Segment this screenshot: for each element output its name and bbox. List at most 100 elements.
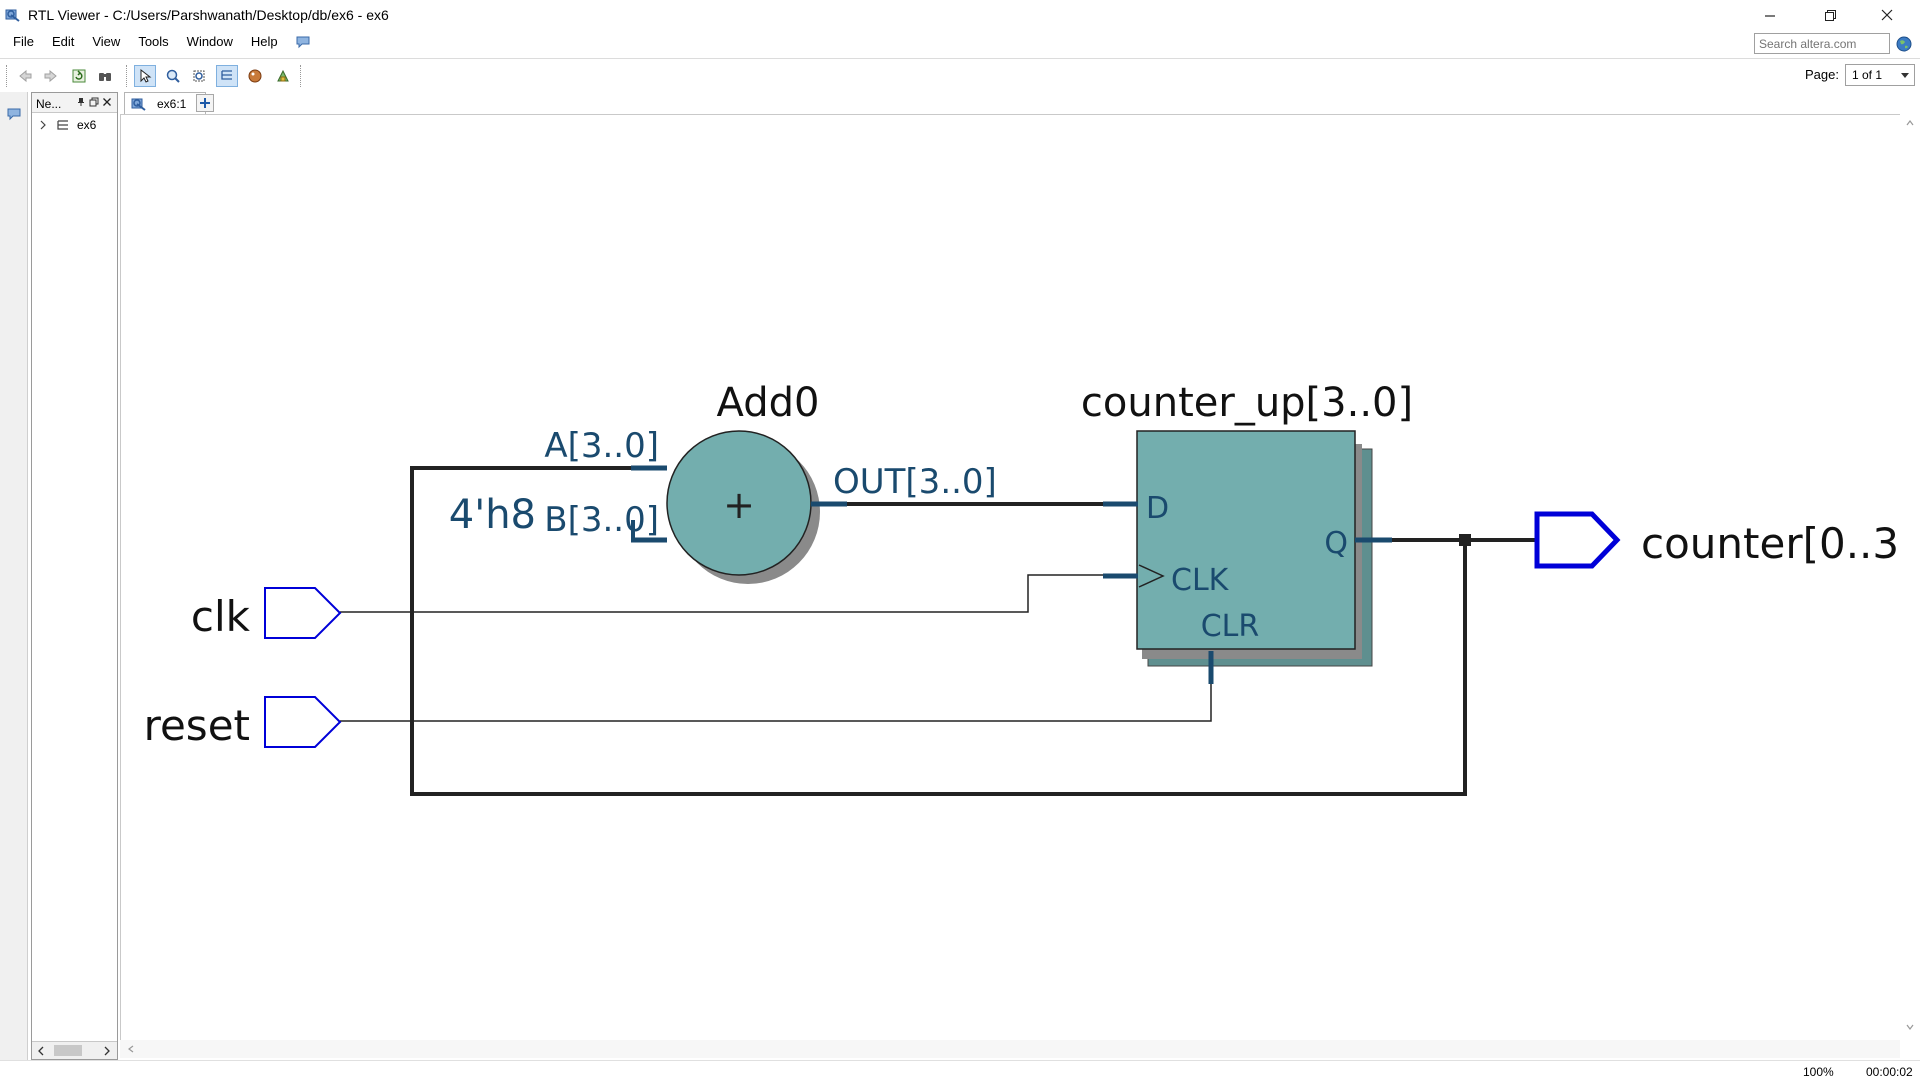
- menu-edit[interactable]: Edit: [51, 34, 75, 49]
- partition-button[interactable]: [272, 65, 294, 87]
- netlist-button[interactable]: [244, 65, 266, 87]
- toolbar: [0, 58, 1920, 91]
- adder-name: Add0: [717, 380, 820, 426]
- adder-symbol: +: [723, 483, 755, 527]
- register-name: counter_up[3..0]: [1081, 380, 1413, 426]
- float-icon[interactable]: [89, 97, 99, 107]
- toolbar-grip[interactable]: [6, 65, 9, 87]
- tree-item-ex6[interactable]: ex6: [32, 117, 117, 135]
- pin-icon[interactable]: [76, 97, 86, 107]
- hierarchy-icon: [221, 70, 232, 80]
- fit-icon: [193, 70, 205, 82]
- toolbar-grip[interactable]: [126, 65, 129, 87]
- adder-constant-label: 4'h8: [449, 492, 536, 538]
- status-bar: 100% 00:00:02: [0, 1060, 1920, 1080]
- reset-wire[interactable]: [340, 652, 1212, 722]
- chevron-left-icon[interactable]: [36, 1045, 46, 1057]
- menu-view[interactable]: View: [92, 34, 121, 49]
- close-button[interactable]: [1862, 0, 1912, 30]
- adder-block[interactable]: +: [631, 430, 847, 584]
- register-block[interactable]: [1103, 430, 1392, 684]
- clk-wire[interactable]: [340, 574, 1105, 613]
- refresh-icon: [72, 69, 86, 83]
- register-clk-label: CLK: [1171, 563, 1230, 598]
- chevron-left-icon[interactable]: [126, 1044, 136, 1054]
- back-icon: [19, 69, 32, 83]
- restore-button[interactable]: [1805, 0, 1855, 30]
- refresh-button[interactable]: [68, 65, 90, 87]
- hierarchy-button[interactable]: [216, 65, 238, 87]
- zoom-icon: [166, 69, 180, 83]
- adder-port-b-label: B[3..0]: [544, 500, 659, 540]
- tab-label: ex6:1: [157, 97, 187, 111]
- navigator-horizontal-scrollbar[interactable]: [32, 1041, 117, 1059]
- page-select-value: 1 of 1: [1852, 68, 1883, 82]
- canvas-horizontal-scrollbar[interactable]: [120, 1040, 1900, 1058]
- page-select[interactable]: 1 of 1: [1845, 64, 1915, 86]
- chevron-down-icon: [1901, 73, 1909, 78]
- counter-output-pin[interactable]: [1534, 511, 1621, 569]
- toolbar-grip[interactable]: [300, 65, 303, 87]
- rtl-viewer-icon: [131, 98, 146, 111]
- clk-pin-label: clk: [191, 592, 251, 641]
- search-input[interactable]: [1754, 33, 1890, 54]
- minimize-button[interactable]: [1745, 0, 1795, 30]
- navigator-header: Ne...: [32, 93, 117, 113]
- output-pin-label: counter[0..3]: [1641, 519, 1916, 568]
- chevron-up-icon[interactable]: [1905, 118, 1915, 128]
- feedback-icon[interactable]: [295, 34, 311, 50]
- schematic-canvas[interactable]: [120, 114, 1900, 1040]
- adder-port-out-label: OUT[3..0]: [833, 462, 997, 502]
- status-elapsed-time: 00:00:02: [1866, 1065, 1913, 1079]
- register-body: [1136, 430, 1356, 650]
- find-button[interactable]: [94, 65, 116, 87]
- chevron-right-icon[interactable]: [102, 1045, 112, 1057]
- tree-item-label: ex6: [77, 118, 97, 132]
- clk-triangle: [1138, 564, 1165, 588]
- page-label: Page:: [1805, 67, 1839, 82]
- find-icon: [99, 73, 111, 81]
- plus-icon: [200, 98, 210, 108]
- fit-window-button[interactable]: [188, 65, 210, 87]
- hierarchy-icon: [57, 120, 68, 130]
- rtl-viewer-icon: [5, 9, 20, 22]
- select-tool-button[interactable]: [134, 65, 156, 87]
- menu-file[interactable]: File: [13, 34, 34, 49]
- reset-pin-label: reset: [144, 701, 250, 750]
- forward-icon: [44, 69, 57, 83]
- zoom-tool-button[interactable]: [162, 65, 184, 87]
- register-clr-label: CLR: [1201, 609, 1260, 644]
- canvas-vertical-scrollbar[interactable]: [1900, 114, 1920, 1040]
- restore-icon: [1825, 10, 1836, 21]
- window-title: RTL Viewer - C:/Users/Parshwanath/Deskto…: [28, 7, 389, 23]
- scrollbar-thumb[interactable]: [54, 1045, 82, 1056]
- globe-icon[interactable]: [1896, 36, 1912, 52]
- forward-button[interactable]: [40, 65, 62, 87]
- clk-input-pin[interactable]: [264, 587, 342, 639]
- tab-bar: ex6:1: [120, 92, 1920, 114]
- adder-port-a-label: A[3..0]: [544, 426, 659, 466]
- feedback-wire[interactable]: [410, 466, 1467, 796]
- partition-icon: [277, 69, 289, 82]
- menu-tools[interactable]: Tools: [138, 34, 169, 49]
- reset-input-pin[interactable]: [264, 696, 342, 748]
- menu-window[interactable]: Window: [186, 34, 233, 49]
- side-strip: [0, 92, 28, 1080]
- add-tab-button[interactable]: [196, 94, 214, 112]
- status-zoom: 100%: [1803, 1065, 1834, 1079]
- select-icon: [140, 68, 152, 83]
- chevron-down-icon[interactable]: [1905, 1022, 1915, 1032]
- feedback-icon[interactable]: [6, 106, 22, 122]
- close-icon[interactable]: [102, 97, 112, 107]
- menu-help[interactable]: Help: [250, 34, 278, 49]
- menu-bar: File Edit View Tools Window Help: [0, 30, 1920, 54]
- register-d-label: D: [1146, 491, 1169, 526]
- chevron-right-icon[interactable]: [38, 118, 48, 132]
- netlist-icon: [248, 69, 262, 83]
- register-q-label: Q: [1324, 526, 1348, 561]
- junction-dot: [1459, 534, 1471, 546]
- back-button[interactable]: [14, 65, 36, 87]
- netlist-navigator-panel: Ne... ex6: [31, 92, 118, 1060]
